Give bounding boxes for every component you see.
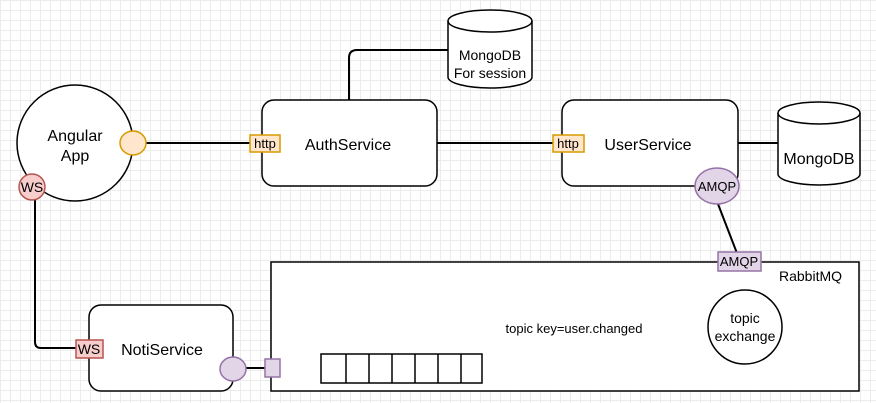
mongodb-session-label-line1: MongoDB	[459, 47, 521, 63]
edge-auth-to-mongodb-session	[348, 49, 448, 100]
queue[interactable]	[320, 353, 483, 384]
topic-exchange-label-line2: exchange	[715, 328, 776, 344]
user-amqp-port-label: AMQP	[698, 179, 736, 194]
routing-key-label: topic key=user.changed	[506, 321, 643, 336]
edge-angular-ws-to-noti-ws	[34, 199, 76, 349]
rabbit-amqp-port-label: AMQP	[720, 254, 758, 269]
noti-service-label: NotiService	[121, 342, 203, 359]
user-http-port-label: http	[557, 136, 579, 151]
noti-ws-port-label: WS	[78, 341, 101, 357]
angular-app-label-line2: App	[61, 148, 90, 165]
user-amqp-port[interactable]	[694, 167, 740, 205]
mongodb-session-label-line2: For session	[454, 65, 526, 81]
auth-http-port[interactable]	[249, 134, 281, 153]
rabbit-amqp-port[interactable]	[717, 251, 762, 272]
user-http-port[interactable]	[552, 134, 585, 153]
topic-exchange-node[interactable]	[707, 289, 783, 365]
mongodb-session-rim	[447, 20, 533, 33]
auth-http-port-label: http	[254, 136, 276, 151]
noti-ws-port[interactable]	[75, 339, 104, 359]
mongodb-label: MongoDB	[783, 151, 854, 168]
queue-port[interactable]	[264, 358, 281, 378]
auth-service-label: AuthService	[305, 137, 391, 154]
mongodb-node[interactable]	[777, 101, 861, 186]
mongodb-rim	[777, 112, 861, 125]
mongodb-session-node[interactable]	[447, 9, 533, 89]
angular-ws-port-label: WS	[21, 179, 44, 195]
topic-exchange-label-line1: topic	[730, 310, 760, 326]
angular-ws-port[interactable]	[18, 173, 46, 201]
noti-amqp-port[interactable]	[219, 356, 247, 382]
queue-body	[320, 353, 483, 384]
user-service-label: UserService	[604, 137, 691, 154]
rabbitmq-label: RabbitMQ	[779, 268, 842, 284]
angular-app-label-line1: Angular	[47, 128, 103, 145]
angular-http-port[interactable]	[119, 130, 147, 156]
